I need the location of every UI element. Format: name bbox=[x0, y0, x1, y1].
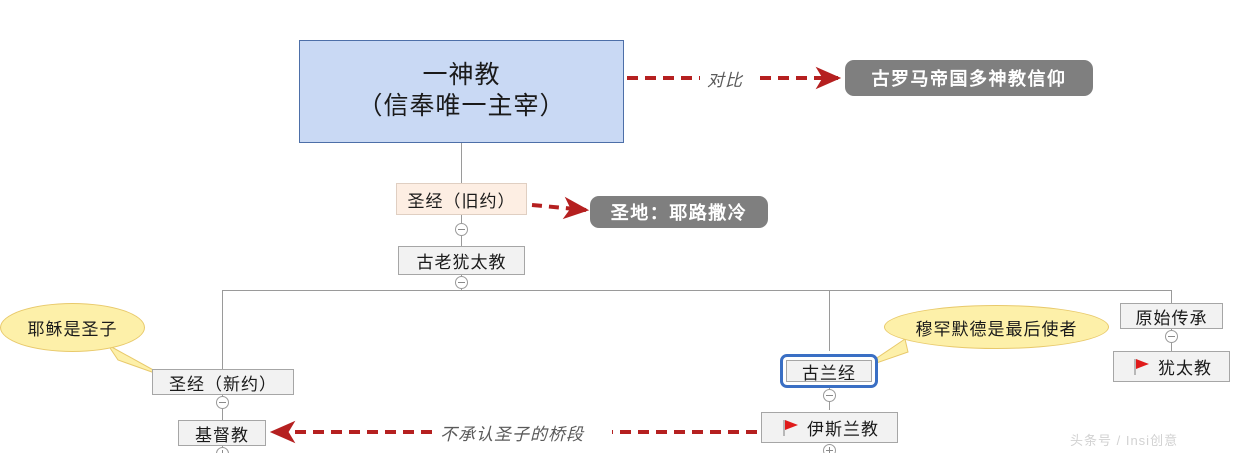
collapse-toggle-old-testament[interactable] bbox=[455, 223, 468, 236]
collapse-toggle-quran[interactable] bbox=[823, 389, 836, 402]
callout-jesus-is-son-label: 耶稣是圣子 bbox=[27, 320, 118, 339]
collapse-toggle-ancient-judaism[interactable] bbox=[455, 276, 468, 289]
node-quran[interactable]: 古兰经 bbox=[780, 354, 878, 388]
expand-toggle-christianity[interactable] bbox=[216, 447, 229, 453]
node-ancient-judaism[interactable]: 古老犹太教 bbox=[398, 246, 525, 275]
node-old-testament-label: 圣经（旧约） bbox=[407, 191, 516, 211]
connector-branch-right-down bbox=[1171, 290, 1172, 303]
node-christianity-label: 基督教 bbox=[195, 425, 249, 445]
node-holy-land[interactable]: 圣地：耶路撒冷 bbox=[590, 196, 768, 228]
node-original-lineage[interactable]: 原始传承 bbox=[1120, 303, 1223, 329]
callout-jesus-is-son[interactable]: 耶稣是圣子 bbox=[0, 303, 145, 352]
node-holy-land-label: 圣地：耶路撒冷 bbox=[610, 203, 748, 223]
node-roman-polytheism[interactable]: 古罗马帝国多神教信仰 bbox=[845, 60, 1093, 96]
node-monotheism[interactable]: 一神教 （信奉唯一主宰） bbox=[299, 40, 624, 143]
callout-muhammad-last-messenger-label: 穆罕默德是最后使者 bbox=[915, 319, 1078, 339]
node-quran-label: 古兰经 bbox=[802, 363, 856, 383]
red-flag-icon bbox=[1131, 356, 1152, 377]
node-new-testament[interactable]: 圣经（新约） bbox=[152, 369, 294, 395]
node-judaism[interactable]: 犹太教 bbox=[1113, 351, 1230, 382]
node-monotheism-line1: 一神教 bbox=[422, 62, 501, 89]
callout-muhammad-last-messenger[interactable]: 穆罕默德是最后使者 bbox=[884, 305, 1109, 349]
red-flag-icon bbox=[780, 417, 801, 438]
node-old-testament[interactable]: 圣经（旧约） bbox=[396, 183, 527, 215]
connector-branch-mid-down bbox=[829, 290, 830, 351]
connector-branch-left-down bbox=[222, 290, 223, 369]
holy-land-arrow bbox=[531, 196, 590, 220]
node-new-testament-label: 圣经（新约） bbox=[169, 374, 277, 394]
node-ancient-judaism-label: 古老犹太教 bbox=[416, 253, 507, 272]
node-quran-inner: 古兰经 bbox=[786, 360, 872, 383]
connector-branch-bus bbox=[222, 290, 1171, 291]
connector-root-to-old-testament bbox=[461, 143, 462, 183]
collapse-toggle-original-lineage[interactable] bbox=[1165, 330, 1178, 343]
expand-toggle-islam[interactable] bbox=[823, 444, 836, 453]
node-christianity[interactable]: 基督教 bbox=[178, 420, 266, 446]
collapse-toggle-new-testament[interactable] bbox=[216, 396, 229, 409]
relation-label-deny-son: 不承认圣子的桥段 bbox=[437, 420, 587, 445]
watermark: 头条号 / Insi创意 bbox=[1070, 433, 1179, 448]
node-monotheism-line2: （信奉唯一主宰） bbox=[357, 92, 566, 120]
node-roman-polytheism-label: 古罗马帝国多神教信仰 bbox=[871, 69, 1067, 89]
node-original-lineage-label: 原始传承 bbox=[1135, 308, 1208, 328]
node-islam[interactable]: 伊斯兰教 bbox=[761, 412, 898, 443]
node-islam-label: 伊斯兰教 bbox=[807, 420, 879, 439]
relation-label-compare: 对比 bbox=[704, 66, 746, 91]
node-judaism-label: 犹太教 bbox=[1158, 359, 1212, 378]
